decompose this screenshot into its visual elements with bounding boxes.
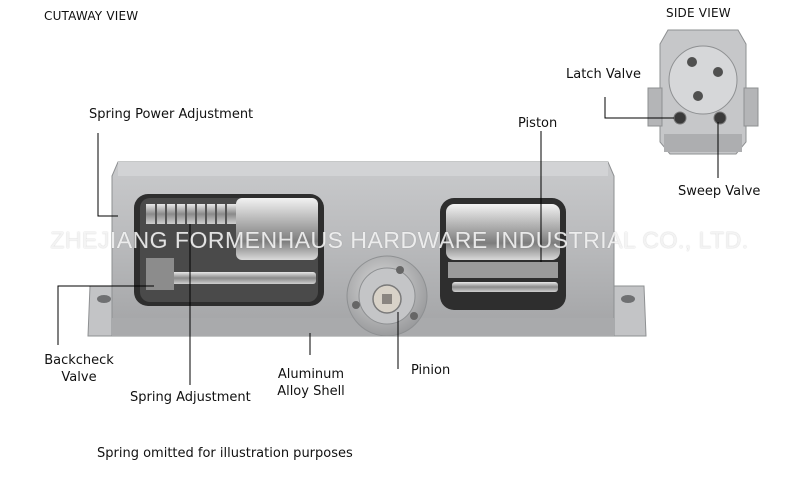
right-cavity-lower-rod bbox=[452, 282, 558, 292]
spring-power-screw bbox=[146, 204, 238, 224]
end-cap-screw-1 bbox=[687, 57, 697, 67]
label-backcheck-line2: Valve bbox=[61, 370, 97, 385]
illustration-caption: Spring omitted for illustration purposes bbox=[97, 446, 353, 461]
label-backcheck-valve: Backcheck Valve bbox=[42, 352, 116, 386]
left-foot-hole bbox=[97, 295, 111, 303]
label-sweep-valve: Sweep Valve bbox=[678, 184, 761, 199]
left-cavity-bracket bbox=[146, 258, 174, 290]
side-view-right-wing bbox=[743, 87, 759, 127]
end-cap-screw-2 bbox=[713, 67, 723, 77]
pinion-assembly bbox=[346, 255, 428, 337]
label-latch-valve: Latch Valve bbox=[566, 67, 641, 82]
side-view-heading: SIDE VIEW bbox=[666, 6, 731, 20]
spring-piston-cylinder bbox=[236, 198, 318, 260]
left-cavity-lower-rod bbox=[146, 272, 316, 284]
end-cap-screw-3 bbox=[693, 91, 703, 101]
side-view-illustration bbox=[647, 29, 759, 155]
closer-body bbox=[87, 161, 647, 337]
side-view-left-wing bbox=[647, 87, 663, 127]
piston-cylinder bbox=[446, 204, 560, 260]
label-aluminum-line1: Aluminum bbox=[277, 367, 345, 382]
leader-backcheck bbox=[57, 285, 154, 345]
cutaway-view-heading: CUTAWAY VIEW bbox=[44, 9, 139, 23]
sweep-valve-screw bbox=[713, 111, 727, 125]
latch-valve-screw bbox=[673, 111, 687, 125]
leader-latch-valve bbox=[604, 97, 674, 119]
piston-rack bbox=[448, 262, 558, 278]
right-foot-hole bbox=[621, 295, 635, 303]
label-piston: Piston bbox=[518, 116, 558, 131]
side-view-end-cap bbox=[668, 45, 738, 115]
label-spring-power-adjustment: Spring Power Adjustment bbox=[89, 107, 254, 122]
shell-top-face bbox=[118, 162, 608, 176]
leader-spring-power bbox=[97, 133, 118, 217]
label-aluminum-line2: Alloy Shell bbox=[277, 384, 345, 399]
label-pinion: Pinion bbox=[411, 363, 451, 378]
label-aluminum-alloy-shell: Aluminum Alloy Shell bbox=[272, 366, 350, 400]
label-spring-adjustment: Spring Adjustment bbox=[130, 390, 251, 405]
leader-lines bbox=[57, 97, 719, 385]
side-view-base bbox=[664, 134, 742, 152]
label-backcheck-line1: Backcheck bbox=[44, 353, 114, 368]
